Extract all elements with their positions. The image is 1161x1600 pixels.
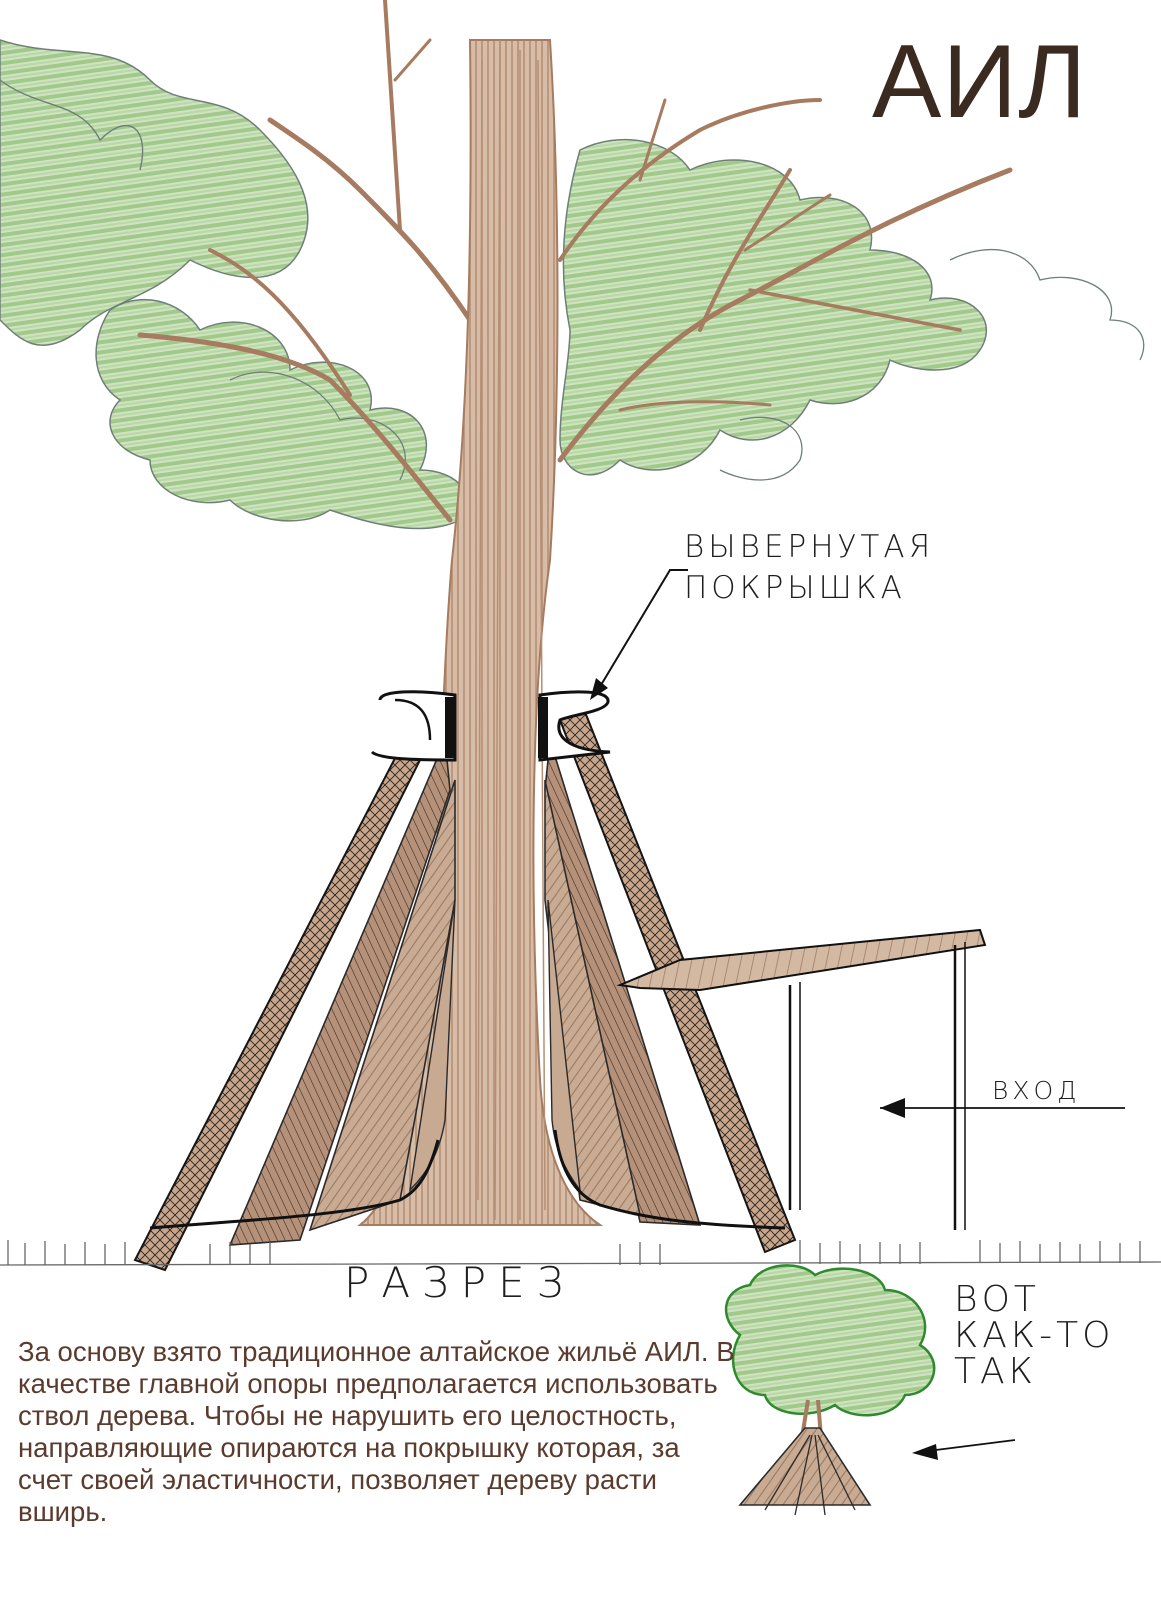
- label-sortof-line1: ВОТ: [954, 1279, 1040, 1320]
- entrance-shelter: [616, 928, 1125, 1230]
- tree-branches: [137, 0, 1013, 523]
- label-inverted-tire-line2: ПОКРЫШКА: [684, 570, 906, 606]
- small-tree-arrow: [912, 1439, 1016, 1460]
- small-tree: [724, 1264, 936, 1516]
- inverted-tire: [370, 690, 611, 762]
- diagram-title: АИЛ: [872, 24, 1088, 140]
- label-sortof: ВОТ КАК-ТО ТАК: [954, 1282, 1144, 1390]
- tree-canopy: [0, 39, 1145, 530]
- ground-line: [0, 1240, 1161, 1266]
- tree-trunk: [357, 39, 604, 1226]
- description-text: За основу взято традиционное алтайское ж…: [18, 1336, 735, 1527]
- label-sortof-line3: ТАК: [954, 1351, 1037, 1392]
- label-inverted-tire: ВЫВЕРНУТАЯ ПОКРЫШКА: [684, 532, 984, 614]
- tire-arrow: [590, 569, 688, 700]
- label-section: РАЗРЕЗ: [344, 1258, 576, 1307]
- label-inverted-tire-line1: ВЫВЕРНУТАЯ: [684, 529, 935, 565]
- ail-left-cone: [133, 708, 456, 1272]
- label-entrance: ВХОД: [992, 1076, 1081, 1105]
- label-sortof-line2: КАК-ТО: [954, 1315, 1115, 1356]
